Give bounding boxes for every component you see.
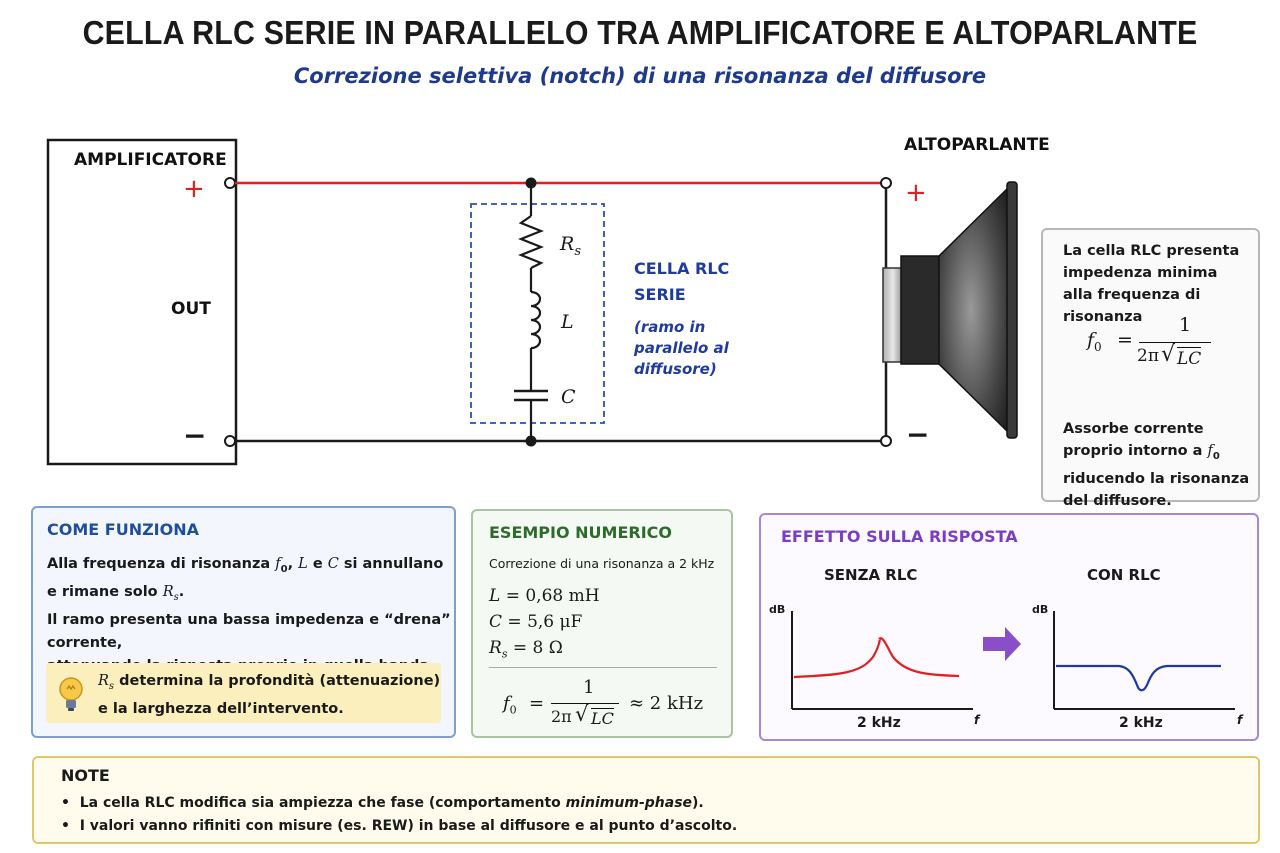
page-title: CELLA RLC SERIE IN PARALLELO TRA AMPLIFI… — [82, 14, 1198, 51]
notes-title: NOTE — [61, 766, 110, 785]
before-y-label: dB — [769, 603, 786, 616]
example-values: L = 0,68 mH C = 5,6 μF Rs = 8 Ω — [489, 586, 600, 661]
after-y-label: dB — [1032, 603, 1049, 616]
how-title: COME FUNZIONA — [47, 520, 200, 539]
example-subtitle: Correzione di una risonanza a 2 kHz — [489, 556, 715, 571]
amplifier-label: AMPLIFICATORE — [74, 150, 227, 170]
example-title: ESEMPIO NUMERICO — [489, 523, 673, 542]
right-arrow-icon — [983, 627, 1021, 661]
response-plots — [791, 611, 1235, 710]
speaker-icon — [882, 181, 1018, 439]
resistor-symbol — [518, 215, 544, 269]
impedance-effect-text: Assorbe corrente proprio intorno a f0 ri… — [1063, 421, 1250, 509]
speaker-label: ALTOPARLANTE — [904, 135, 1050, 155]
before-plot-title: SENZA RLC — [824, 566, 918, 584]
before-x-label: f — [974, 713, 980, 727]
amp-minus-sign: − — [183, 419, 207, 452]
inductor-label: L — [561, 311, 574, 333]
circuit-diagram — [46, 138, 1160, 466]
example-divider — [489, 667, 717, 668]
speaker-terminal-minus — [880, 435, 892, 447]
page-subtitle: Correzione selettiva (notch) di una riso… — [293, 64, 987, 88]
rlc-cell-box — [470, 203, 605, 424]
note-item: • I valori vanno rifiniti con misure (es… — [61, 818, 738, 834]
before-response-curve — [793, 637, 960, 679]
how-text: Alla frequenza di risonanza f0, L e C si… — [47, 556, 451, 674]
resonance-formula: f0 = 1 2π √ LC — [1087, 312, 1257, 372]
lightbulb-icon — [59, 677, 83, 711]
response-effect-box: EFFETTO SULLA RISPOSTA SENZA RLC CON RLC… — [759, 513, 1259, 741]
amp-plus-sign: + — [183, 174, 205, 204]
after-x-label: f — [1237, 713, 1243, 727]
speaker-terminal-plus — [880, 177, 892, 189]
example-formula: f0 = 1 2π √ LC ≈ 2 kHz — [503, 677, 704, 728]
effect-title: EFFETTO SULLA RISPOSTA — [781, 527, 1018, 546]
resistor-label: Rs — [560, 233, 581, 259]
amp-terminal-plus — [224, 177, 236, 189]
after-response-curve — [1056, 664, 1221, 692]
amp-out-label: OUT — [171, 299, 211, 319]
before-x-tick: 2 kHz — [857, 715, 901, 731]
notes-list: • La cella RLC modifica sia ampiezza che… — [61, 792, 737, 838]
speaker-minus-sign: − — [906, 418, 930, 451]
amp-terminal-minus — [224, 435, 236, 447]
after-x-tick: 2 kHz — [1119, 715, 1163, 731]
tip-callout: Rs determina la profondità (attenuazione… — [46, 663, 441, 723]
speaker-plus-sign: + — [905, 178, 927, 208]
amplifier-box — [46, 138, 238, 466]
numeric-example-box: ESEMPIO NUMERICO Correzione di una rison… — [471, 509, 733, 738]
tip-text: Rs determina la profondità (attenuazione… — [98, 673, 441, 717]
capacitor-label: C — [561, 386, 576, 408]
after-plot-title: CON RLC — [1087, 566, 1161, 584]
notes-box: NOTE • La cella RLC modifica sia ampiezz… — [32, 756, 1260, 844]
note-item: • La cella RLC modifica sia ampiezza che… — [61, 795, 704, 811]
inductor-symbol — [530, 290, 542, 350]
